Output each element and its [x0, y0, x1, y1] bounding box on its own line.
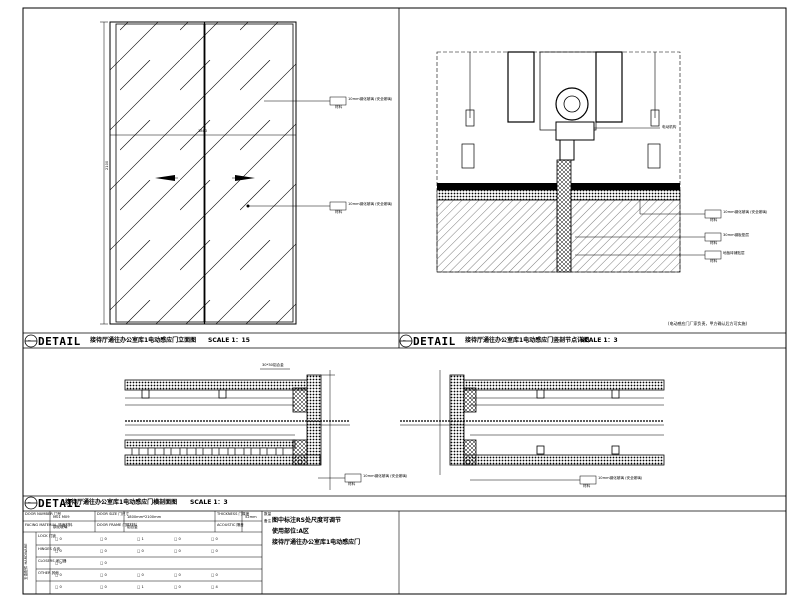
dim-height-label: 2100: [105, 160, 109, 170]
tb-other-3: □ 0: [137, 573, 144, 577]
material-tags: [329, 96, 722, 485]
tb-extra-4: □ 0: [174, 585, 181, 589]
tb-other-label: OTHER 其他: [38, 571, 59, 575]
detail-word-b: DETAIL: [413, 335, 456, 348]
vertical-section: [436, 51, 705, 273]
tb-door-number-value: M01 M09: [53, 515, 70, 519]
tag-label-b3: 地板砖铺贴层: [723, 251, 745, 255]
detail-markers: [24, 334, 413, 510]
tb-lock-label: LOCK 门锁: [38, 534, 56, 538]
tag-sub-b3: 材料: [710, 259, 718, 263]
tb-closers-1: □ 0: [55, 561, 62, 565]
tb-frame-value: 铝合金: [127, 525, 138, 529]
tag-label-a2: 10mm钢化玻璃 (安全玻璃): [348, 202, 393, 206]
tag-sub-a1: 材料: [335, 105, 343, 109]
tb-remarks-label: 备注: [264, 519, 272, 523]
tb-note-2: 使用部位:A区: [272, 528, 310, 535]
tag-sub-a2: 材料: [335, 210, 343, 214]
title-block-grid: [23, 511, 262, 594]
tb-quantity-label: 数量: [264, 512, 272, 516]
tb-hinges-label: HINGES 合页: [38, 547, 61, 551]
tb-hinges-2: □ 0: [100, 549, 107, 553]
tb-closers-2: □ 0: [100, 561, 107, 565]
tb-lock-1: □ 0: [55, 537, 62, 541]
tb-door-size-label: DOOR SIZE 门尺寸: [97, 512, 130, 516]
tb-other-2: □ 0: [100, 573, 107, 577]
tb-thickness-value: 52mm: [245, 515, 257, 519]
tb-acoustic-label: ACOUSTIC 隔音: [217, 523, 244, 527]
tb-door-size-value: 1800mm*2100mm: [127, 515, 162, 519]
tb-door-number-label: DOOR NUMBER 门号: [25, 512, 62, 516]
tb-lock-3: □ 1: [137, 537, 144, 541]
panel-b-title: 接待厅通往办公室库1电动感应门竖剖节点详图: [465, 337, 590, 344]
tb-extra-3: □ 1: [137, 585, 144, 589]
sheet-frame: [22, 7, 787, 595]
tb-facing-label: FACING MATERIAL 饰面材料: [25, 523, 73, 527]
motor-label: 电动机构: [662, 125, 677, 129]
tb-thickness-label: THICKNESS 门厚度: [217, 512, 250, 516]
door-elevation: [100, 21, 330, 325]
detail-word-c: DETAIL: [38, 497, 81, 510]
tag-label-a1: 10mm钢化玻璃 (安全玻璃): [348, 97, 393, 101]
tb-frame-label: DOOR FRAME 门框材料: [97, 523, 137, 527]
detail-circle-id-c: --: [28, 500, 31, 504]
tb-hinges-5: □ 0: [211, 549, 218, 553]
tag-sub-b1: 材料: [710, 218, 718, 222]
tag-label-b2: 30mm钢板垫层: [723, 233, 749, 237]
tb-extra-5: □ 4: [211, 585, 218, 589]
horizontal-section-right: [400, 370, 665, 481]
detail-circle-id-b: --: [403, 338, 406, 342]
tb-other-1: □ 0: [55, 573, 62, 577]
tb-note-1: 图中标注RS处尺度可调节: [272, 517, 341, 524]
panel-b-footnote: (电动感应门厂家负责，甲方确认后方可实施): [668, 321, 748, 326]
tb-hardware-side: 五金配件 HARDWARE: [24, 543, 28, 580]
panel-b-scale: SCALE 1：3: [580, 337, 618, 344]
tag-label-c2: 10mm钢化玻璃 (安全玻璃): [598, 476, 643, 480]
top-annotation: 30*30铝合金: [262, 363, 284, 367]
tb-facing-value: 钢化玻璃: [53, 525, 68, 529]
panel-c-scale: SCALE 1：3: [190, 499, 228, 506]
tb-extra-1: □ 0: [55, 585, 62, 589]
panel-c-title: 接待厅通往办公室库1电动感应门横剖面图: [65, 499, 178, 506]
tb-other-4: □ 0: [174, 573, 181, 577]
tb-hinges-4: □ 0: [174, 549, 181, 553]
tb-other-5: □ 0: [211, 573, 218, 577]
panel-a-scale: SCALE 1：15: [208, 337, 250, 344]
tag-label-b1: 10mm钢化玻璃 (安全玻璃): [723, 210, 768, 214]
tb-lock-4: □ 0: [174, 537, 181, 541]
horizontal-section-left: [124, 368, 350, 490]
tb-lock-5: □ 0: [211, 537, 218, 541]
dim-width-label: 1800: [198, 129, 208, 133]
tb-extra-2: □ 0: [100, 585, 107, 589]
tb-hinges-3: □ 0: [137, 549, 144, 553]
tb-hinges-1: □ 0: [55, 549, 62, 553]
tag-label-c1: 10mm钢化玻璃 (安全玻璃): [363, 474, 408, 478]
tag-sub-c1: 材料: [348, 482, 356, 486]
detail-word-a: DETAIL: [38, 335, 81, 348]
tb-note-3: 接待厅通往办公室库1电动感应门: [272, 539, 361, 546]
tag-sub-b2: 材料: [710, 241, 718, 245]
tb-lock-2: □ 0: [100, 537, 107, 541]
tb-closers-label: CLOSERS 闭门器: [38, 559, 67, 563]
tag-sub-c2: 材料: [583, 484, 591, 488]
detail-circle-id-a: --: [28, 338, 31, 342]
panel-a-title: 接待厅通往办公室库1电动感应门立面图: [90, 337, 197, 344]
